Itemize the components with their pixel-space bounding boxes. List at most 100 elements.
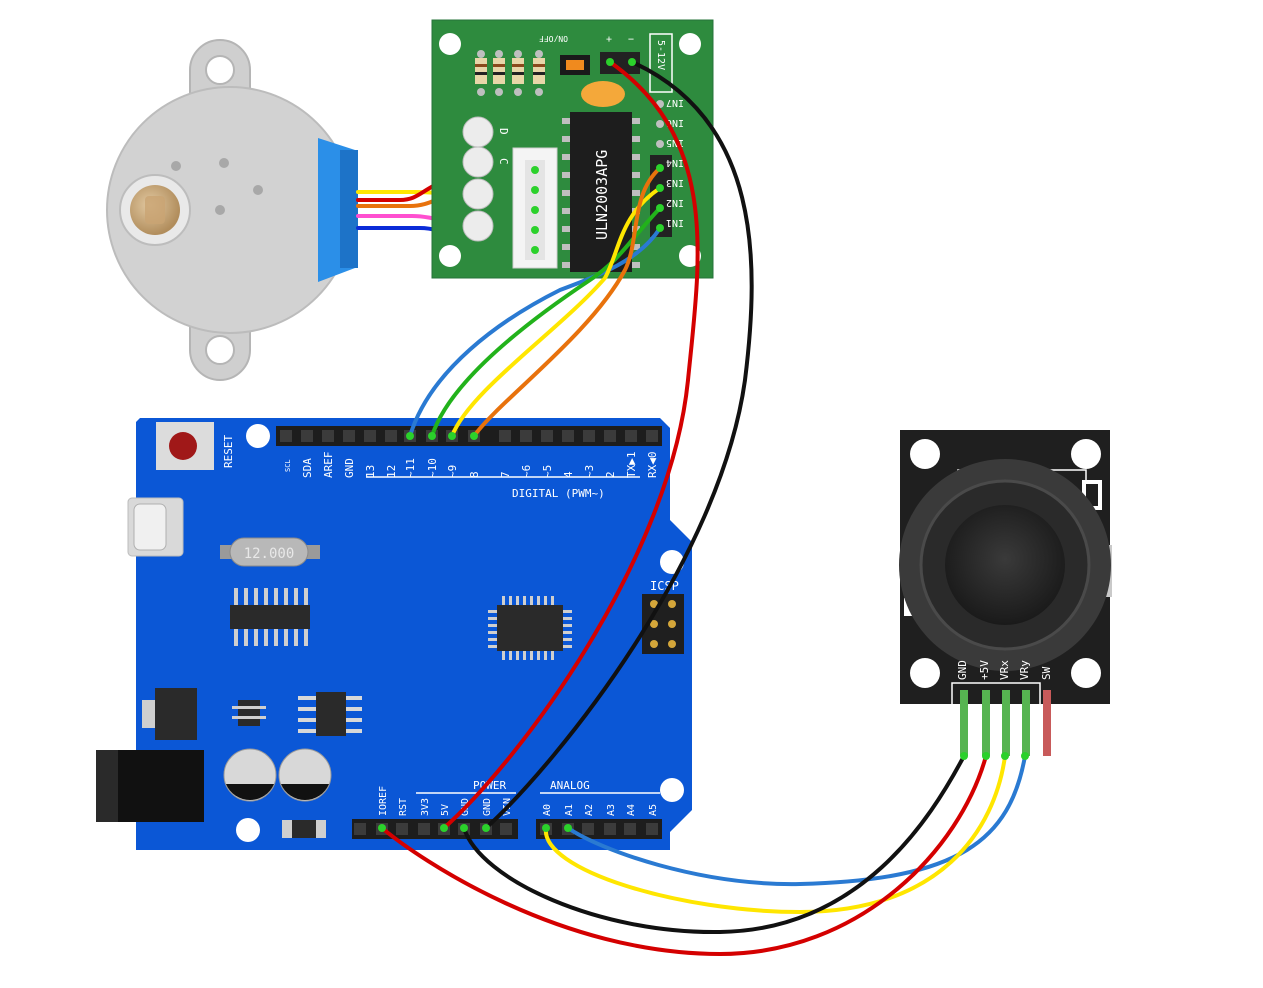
digital-label: DIGITAL (PWM~) [512, 487, 605, 500]
wire-joystick-gnd[interactable] [462, 754, 966, 935]
digital-pin-label: SDA [301, 458, 314, 478]
mounting-hole-icon [246, 424, 270, 448]
wire-vry-a1[interactable] [566, 754, 1027, 887]
joystick-pin-vrx: VRx [998, 660, 1011, 680]
diode-icon [282, 820, 326, 838]
crystal-label: 12.000 [244, 546, 295, 562]
digital-pin-label: ~3 [583, 465, 596, 478]
mounting-hole-icon [679, 245, 701, 267]
joystick-pin[interactable] [960, 690, 968, 756]
wire-driver-vcc[interactable] [442, 60, 700, 830]
joystick-pin[interactable] [1002, 690, 1010, 756]
digital-pin-label: ~10 [426, 458, 439, 478]
digital-pin-label: RX◀0 [646, 452, 659, 479]
header-pin[interactable] [625, 430, 637, 442]
joystick-knob-icon[interactable] [945, 505, 1065, 625]
uln2003-chip: ULN2003APG [562, 112, 640, 272]
digital-pin-label: GND [343, 458, 356, 478]
power-pin-label: RST [398, 798, 409, 816]
arduino-board: RESET 12.000 ICSP [96, 418, 692, 850]
mounting-hole-icon [439, 33, 461, 55]
header-pin[interactable] [604, 823, 616, 835]
digital-pin-label: ~5 [541, 465, 554, 478]
led-label-c: C [497, 158, 510, 165]
header-pin[interactable] [520, 430, 532, 442]
analog-pin-label: A3 [606, 804, 617, 816]
power-pin-label: GND [482, 798, 493, 816]
header-pin[interactable] [583, 430, 595, 442]
header-pin[interactable] [604, 430, 616, 442]
header-pin[interactable] [418, 823, 430, 835]
header-pin[interactable] [385, 430, 397, 442]
driver-pin-in2: IN6 [666, 117, 684, 128]
power-pin-label: IOREF [378, 786, 389, 816]
header-pin[interactable] [562, 430, 574, 442]
driver-pin-in1: IN7 [666, 97, 684, 108]
joystick-pin-vry: VRy [1018, 660, 1031, 680]
header-pin[interactable] [364, 430, 376, 442]
header-pin[interactable] [354, 823, 366, 835]
analog-label: ANALOG [550, 779, 590, 792]
capacitor-icon [581, 81, 625, 107]
usb-chip-icon [230, 605, 310, 629]
header-pin[interactable] [582, 823, 594, 835]
stepper-driver-board: + − ON/OFF 5-12V D C [431, 19, 714, 279]
header-pin[interactable] [624, 823, 636, 835]
digital-pin-label: 12 [385, 465, 398, 478]
digital-pin-label: 13 [364, 465, 377, 478]
mounting-hole-icon [236, 818, 260, 842]
microcontroller-chip [488, 596, 572, 660]
wire-in1-pin8[interactable] [472, 166, 662, 438]
led-label-d: D [497, 128, 510, 135]
driver-pin-in7: IN1 [666, 217, 684, 228]
digital-pin-label: 8 [468, 471, 481, 478]
wire-in2-pin9[interactable] [450, 186, 662, 438]
wire-vrx-a0[interactable] [543, 754, 1007, 915]
digital-pin-label: TX▶1 [625, 452, 638, 479]
chip-label: ULN2003APG [593, 150, 611, 240]
joystick-pin-5v: +5V [978, 660, 991, 680]
mounting-hole-icon [910, 658, 940, 688]
reset-button-icon [169, 432, 197, 460]
joystick-pin-gnd: GND [956, 660, 969, 680]
joystick-pin[interactable] [1022, 690, 1030, 756]
wire-driver-gnd[interactable] [484, 60, 754, 830]
joystick-pin[interactable] [982, 690, 990, 756]
wire-in4-pin11[interactable] [408, 226, 662, 438]
header-pin[interactable] [499, 430, 511, 442]
power-pin-label: 3V3 [420, 798, 431, 816]
wire-joystick-5v[interactable] [380, 754, 988, 957]
driver-pin-in6: IN2 [666, 197, 684, 208]
digital-pin-label: SCL [284, 459, 292, 472]
power-header [352, 819, 518, 839]
header-pin[interactable] [541, 430, 553, 442]
reset-label: RESET [222, 435, 235, 468]
analog-pin-label: A5 [648, 804, 659, 816]
joystick-pin-sw: SW [1040, 666, 1053, 680]
analog-pin-label: A1 [564, 804, 575, 816]
wires [380, 60, 1027, 957]
analog-pin-label: A2 [584, 804, 595, 816]
header-pin[interactable] [500, 823, 512, 835]
header-pin[interactable] [322, 430, 334, 442]
mounting-hole-icon [439, 245, 461, 267]
stepper-motor [106, 39, 358, 381]
header-pin[interactable] [280, 430, 292, 442]
voltage-regulator-icon [155, 688, 197, 740]
header-pin[interactable] [646, 823, 658, 835]
digital-pin-label: ~11 [404, 458, 417, 478]
driver-pin-in3: IN5 [666, 137, 684, 148]
digital-pin-label: ~6 [520, 465, 533, 478]
digital-pin-label: AREF [322, 452, 335, 479]
power-pin-label: 5V [440, 804, 451, 816]
digital-pin-label: 2 [604, 471, 617, 478]
header-pin[interactable] [646, 430, 658, 442]
header-pin[interactable] [396, 823, 408, 835]
header-pin[interactable] [301, 430, 313, 442]
joystick-pin[interactable] [1043, 690, 1051, 756]
status-leds: D C [462, 116, 510, 242]
resistor-array-icon [475, 50, 545, 96]
driver-pin-in5: IN3 [666, 177, 684, 188]
header-pin[interactable] [343, 430, 355, 442]
